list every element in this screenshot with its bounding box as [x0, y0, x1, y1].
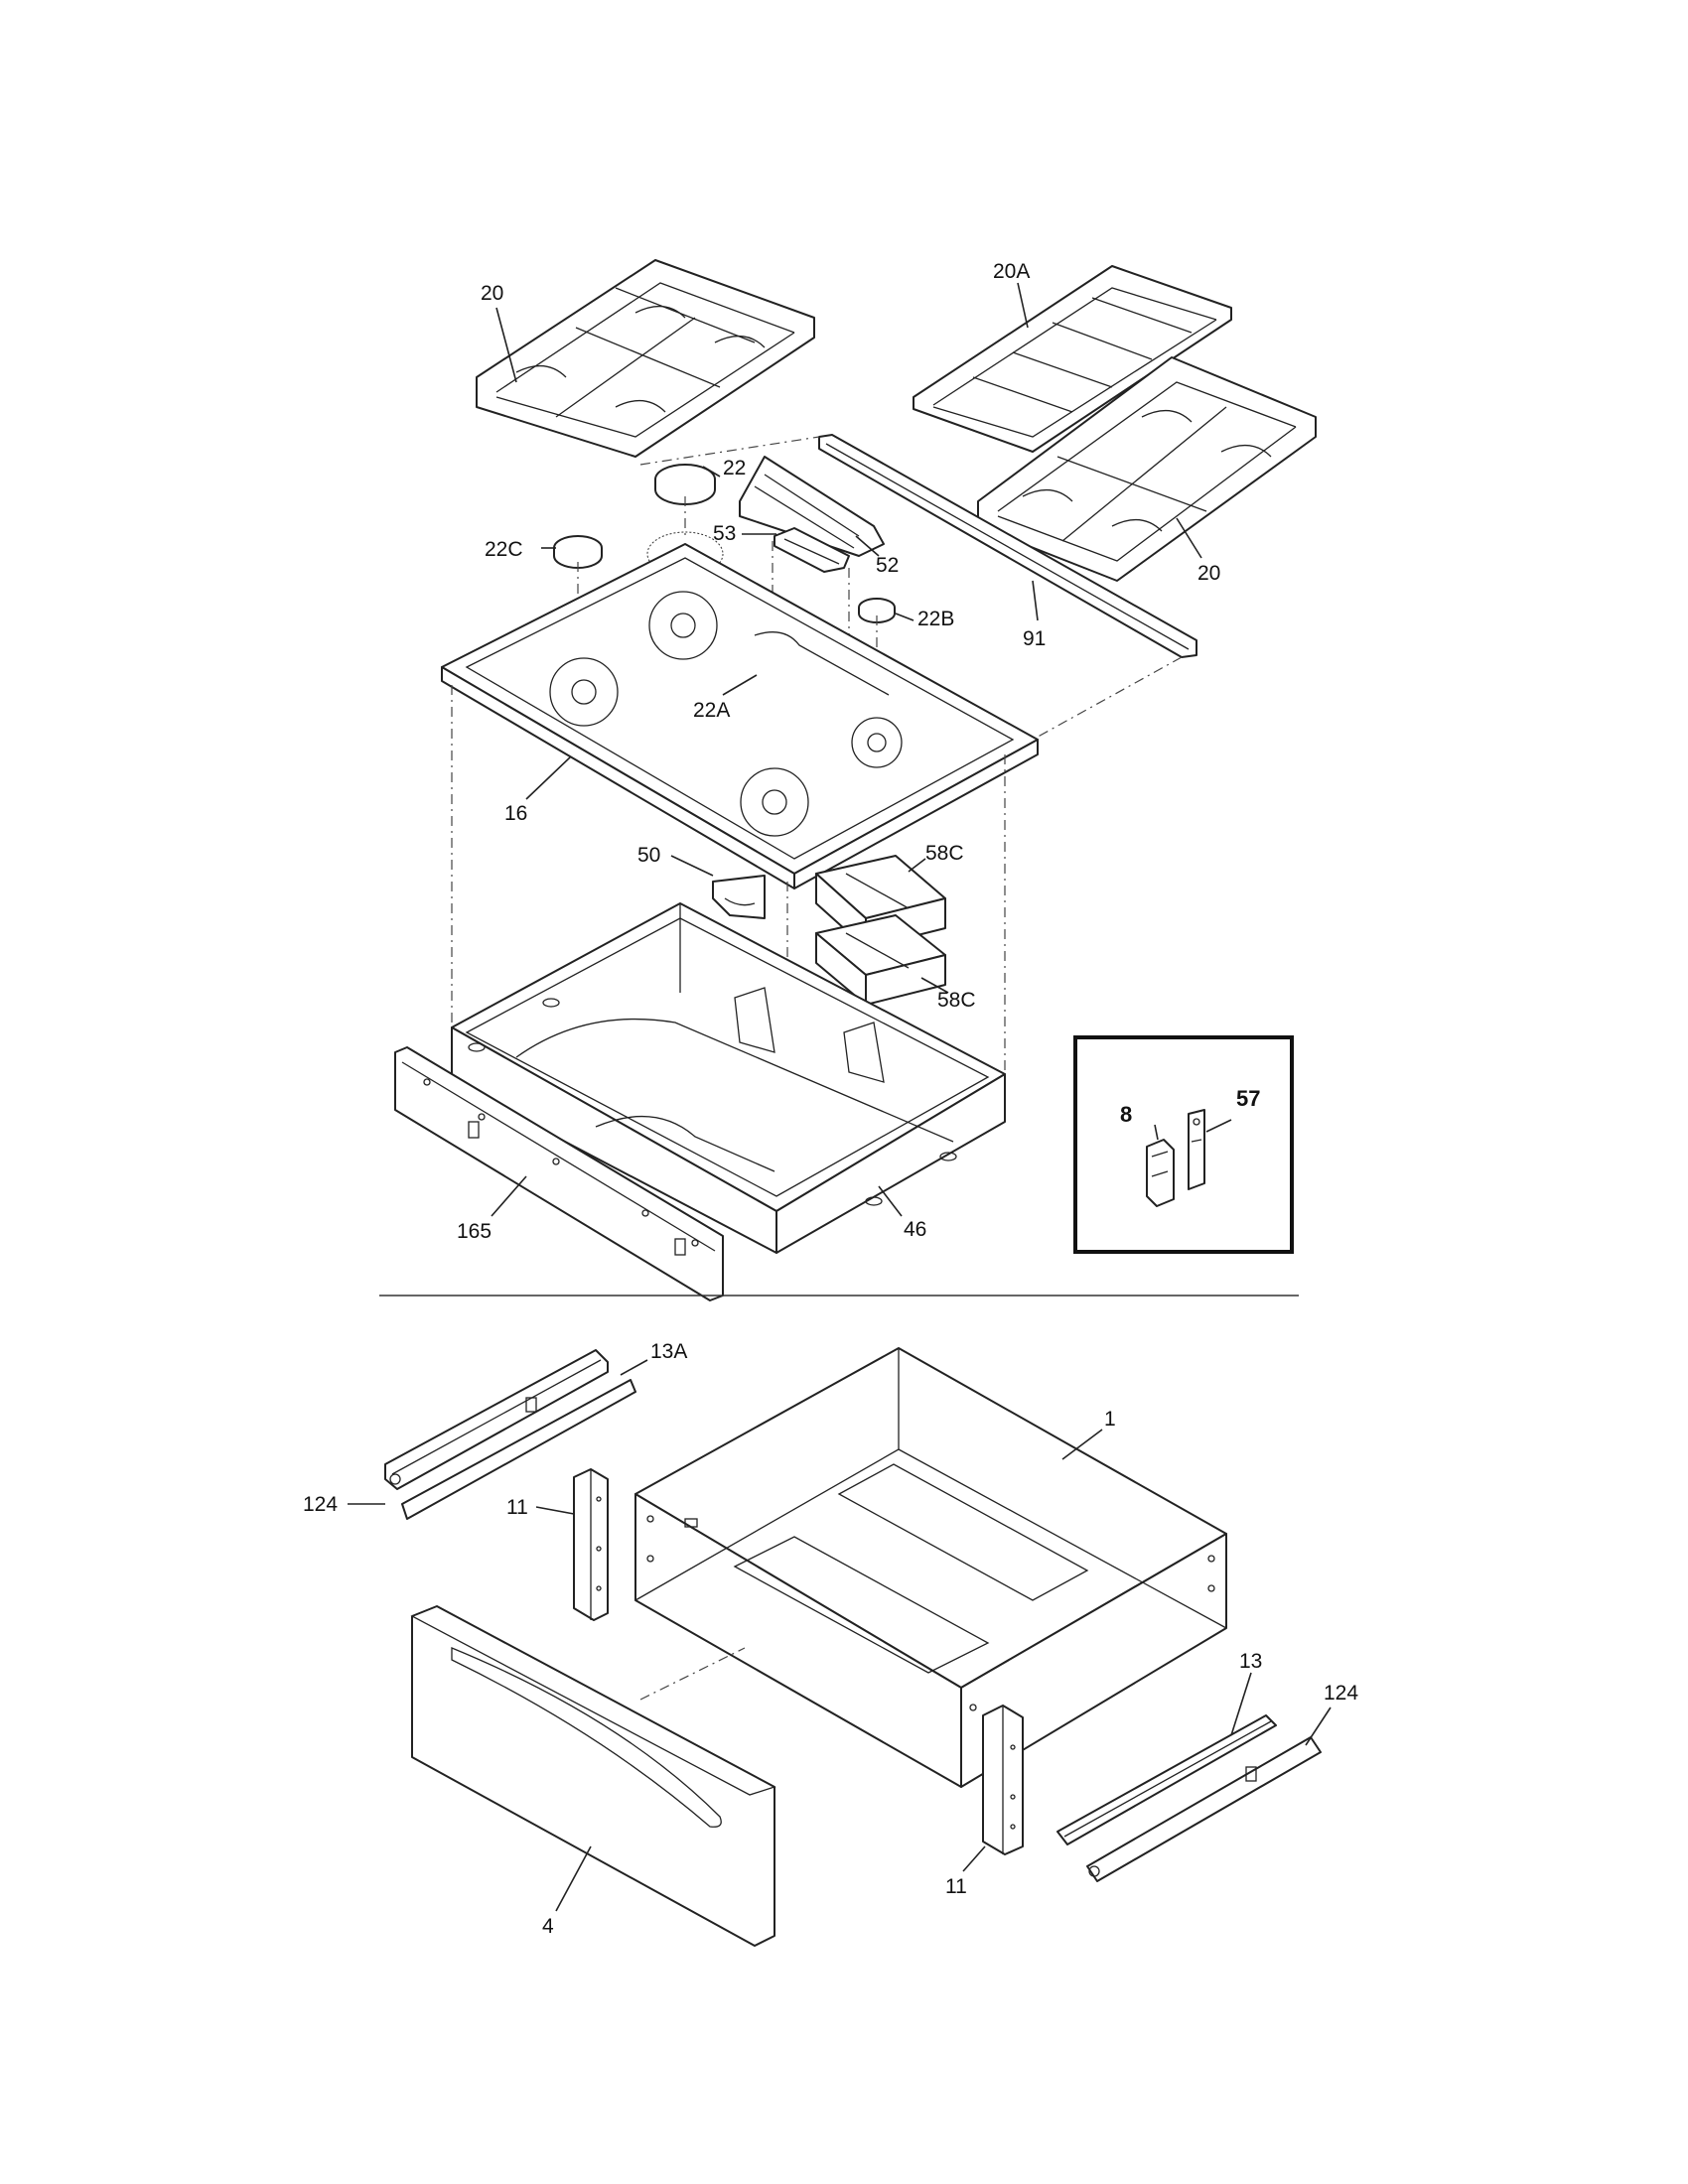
callout-11-right: 11	[945, 1875, 967, 1898]
callout-53: 53	[713, 522, 736, 545]
drawer-slide-left	[384, 1349, 636, 1520]
bracket-50	[712, 875, 766, 919]
callout-46: 46	[904, 1218, 926, 1241]
callout-58c-upper: 58C	[925, 842, 964, 865]
callout-124-right: 124	[1324, 1682, 1358, 1705]
rear-trim-strip	[818, 434, 1197, 658]
drawer-slide-right	[1056, 1714, 1322, 1882]
callout-22b: 22B	[917, 608, 954, 630]
drawer-body	[634, 1347, 1227, 1788]
callout-11-left: 11	[506, 1496, 528, 1519]
drawer-bracket-right	[982, 1705, 1024, 1855]
callout-22c: 22C	[485, 538, 523, 561]
bracket-57	[1188, 1109, 1205, 1190]
callout-22: 22	[723, 457, 746, 479]
cooktop	[441, 543, 1039, 889]
callout-20a: 20A	[993, 260, 1030, 283]
insulation-block-lower	[815, 914, 946, 1006]
burner-box	[451, 902, 1006, 1254]
callout-58c-lower: 58C	[937, 989, 976, 1012]
vent-trim	[739, 456, 885, 557]
callout-50: 50	[637, 844, 660, 867]
burner-cap-22	[654, 464, 716, 505]
burner-grate-left	[476, 259, 815, 458]
callout-16: 16	[504, 802, 527, 825]
callout-22a: 22A	[693, 699, 730, 722]
callout-124-left: 124	[303, 1493, 338, 1516]
callout-4: 4	[542, 1915, 554, 1938]
callout-20-right: 20	[1197, 562, 1220, 585]
drawer-bracket-left	[573, 1468, 609, 1621]
callout-13a: 13A	[650, 1340, 687, 1363]
burner-cap-22c	[553, 535, 603, 569]
callout-8: 8	[1120, 1102, 1132, 1127]
vent-grille	[774, 527, 850, 573]
burner-cap-22b	[858, 598, 896, 623]
callout-91: 91	[1023, 627, 1046, 650]
callout-165: 165	[457, 1220, 492, 1243]
burner-grate-center	[913, 265, 1232, 453]
callout-13: 13	[1239, 1650, 1262, 1673]
inset-detail-box	[1073, 1035, 1294, 1254]
callout-52: 52	[876, 554, 899, 577]
callout-57: 57	[1236, 1086, 1260, 1111]
drawer-front	[410, 1605, 776, 1947]
callout-20-left: 20	[481, 282, 503, 305]
callout-1: 1	[1104, 1408, 1116, 1431]
igniter-module	[1146, 1139, 1175, 1207]
burner-head-22	[646, 531, 724, 577]
